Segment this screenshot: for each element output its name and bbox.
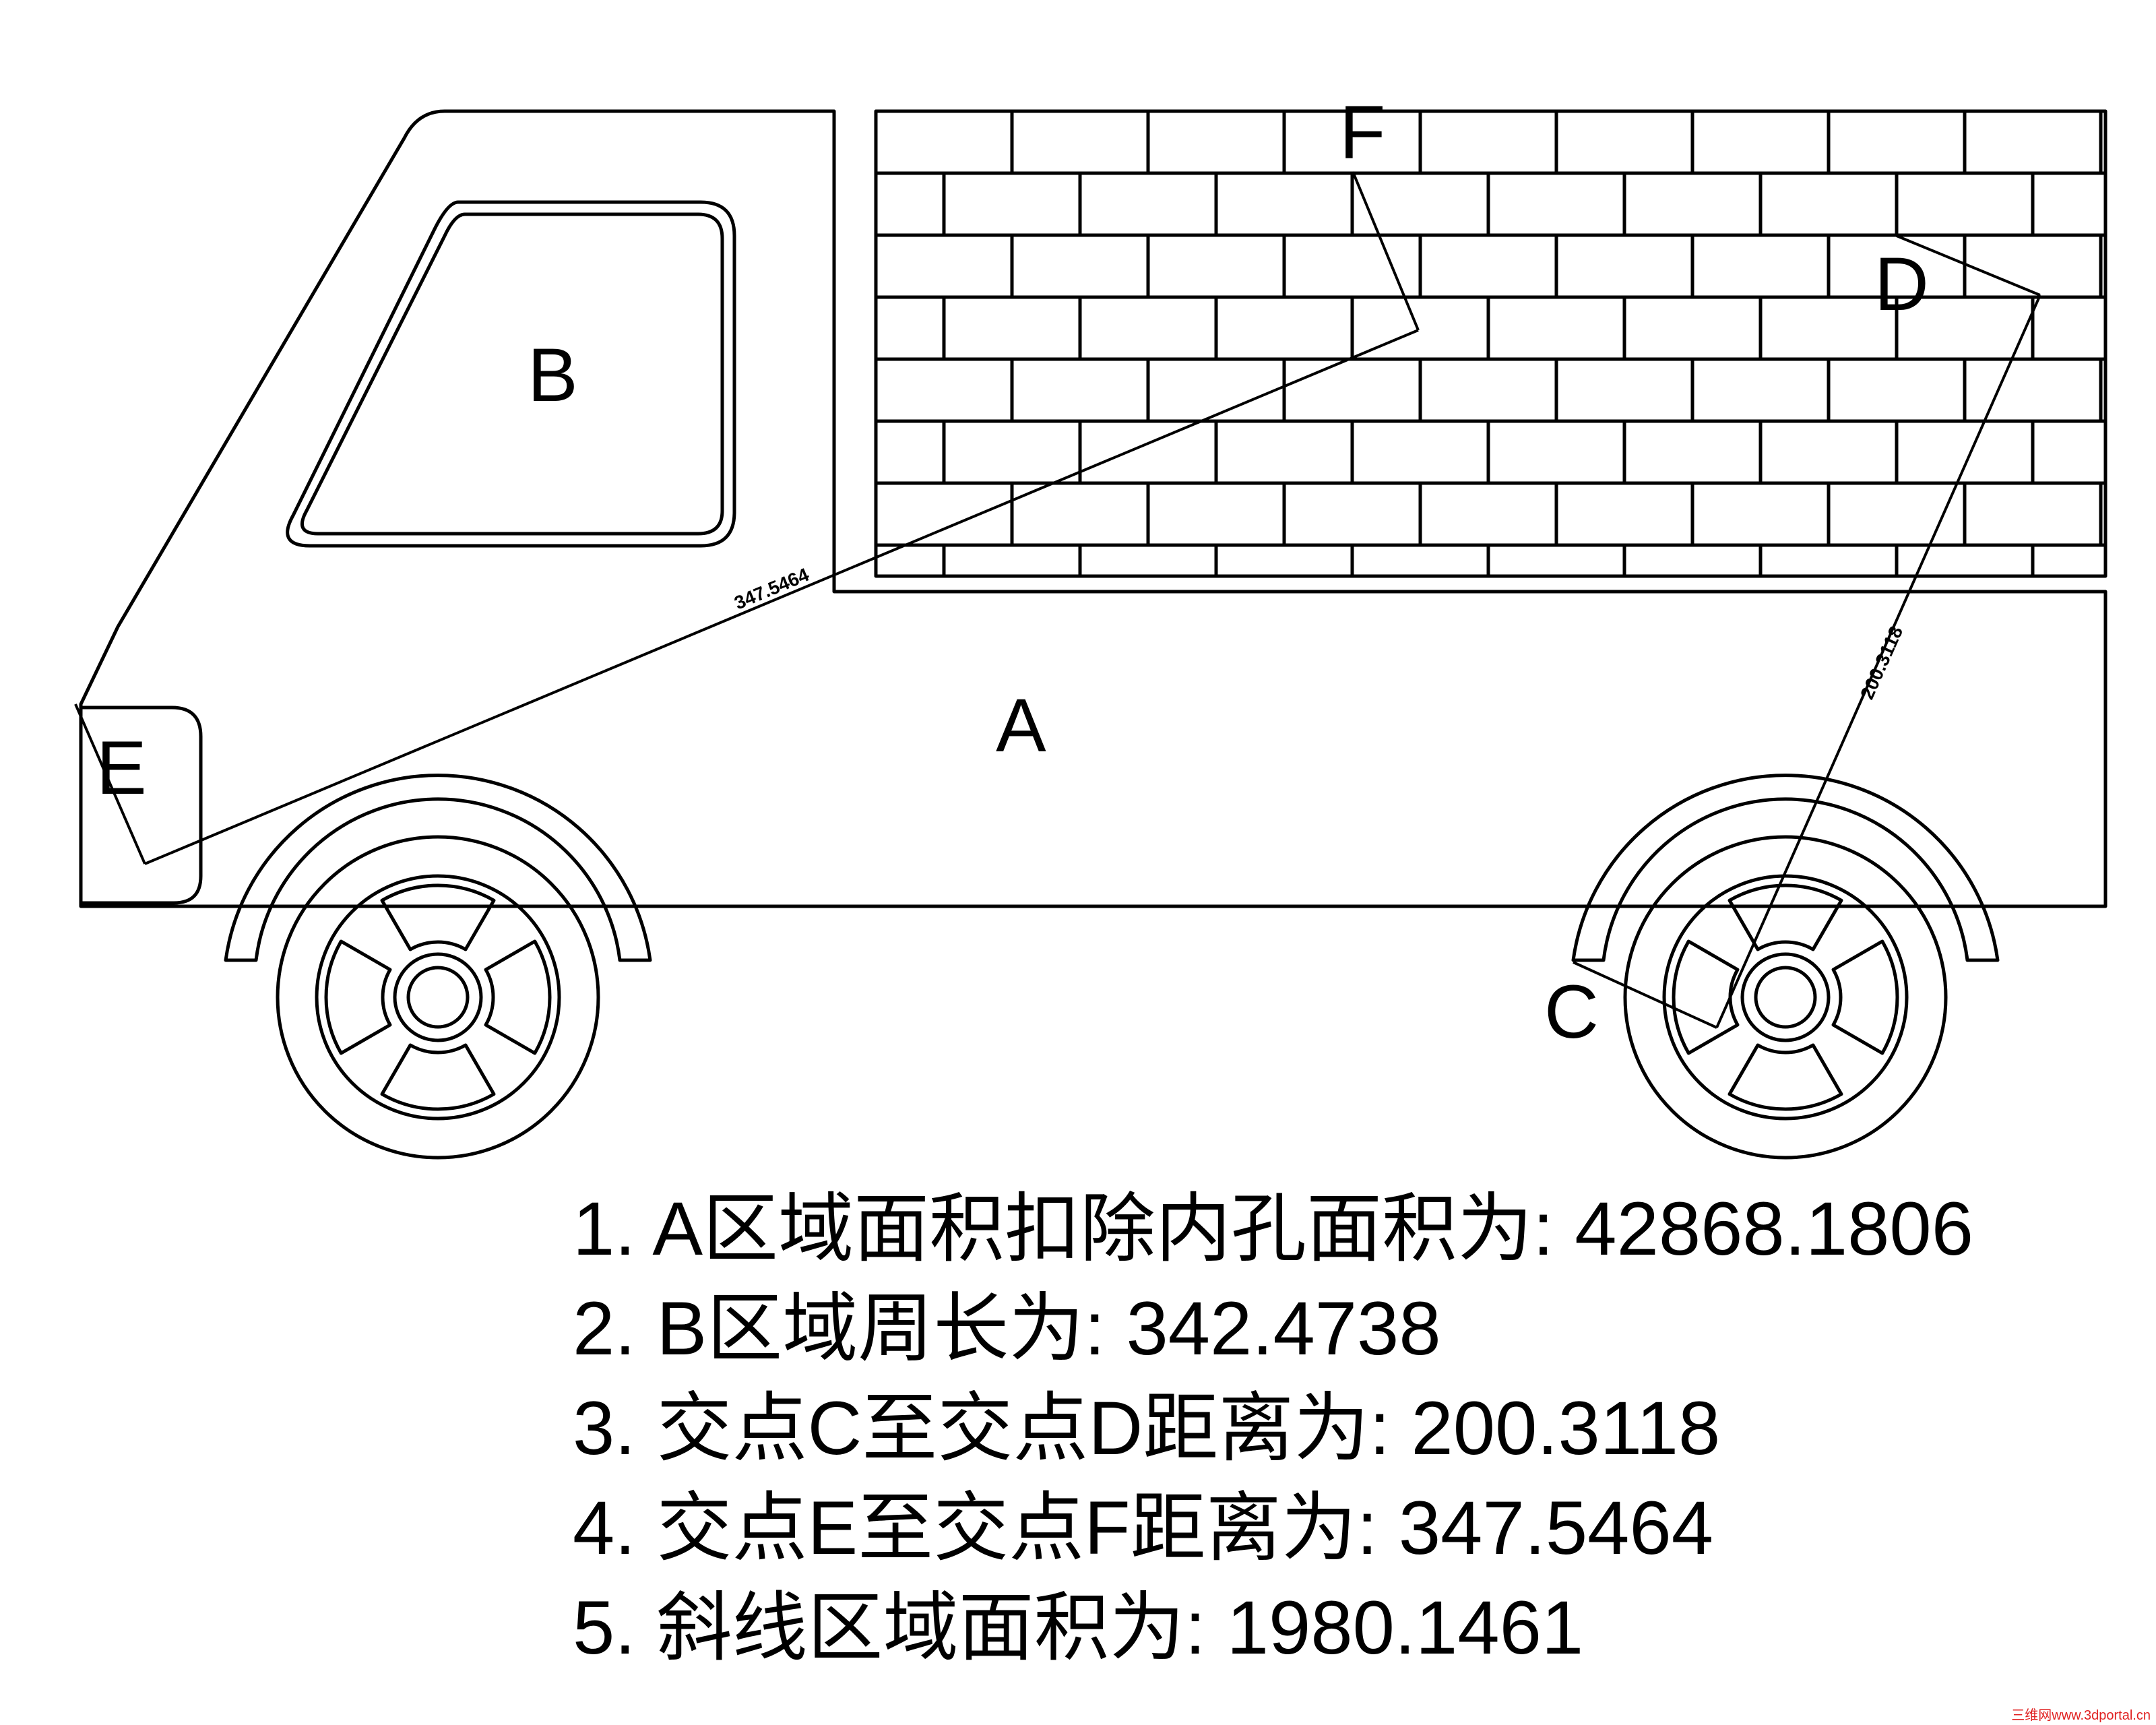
front-fender	[224, 774, 652, 962]
cargo-brick-wall	[874, 109, 2107, 578]
cab-window-inner	[300, 212, 724, 536]
note-1: 1. A区域面积扣除内孔面积为: 42868.1806	[573, 1187, 1973, 1271]
cargo-wall-frame	[874, 109, 2107, 578]
note-4: 4. 交点E至交点F距离为: 347.5464	[573, 1486, 1714, 1570]
front-wheel	[276, 835, 600, 1160]
headlight	[79, 705, 203, 905]
rear-fender	[1571, 774, 2000, 962]
cab-window-outer	[286, 200, 736, 548]
wheel-slot	[380, 1043, 496, 1111]
label-c: C	[1544, 970, 1599, 1054]
dimension-line-e-f	[144, 329, 1419, 865]
hatched-wheel-slot	[1672, 939, 1740, 1055]
hub-inner	[1754, 966, 1817, 1029]
wheel-slot	[324, 939, 392, 1055]
leader-d	[1896, 234, 2041, 296]
hatched-wheel-slot	[1831, 939, 1899, 1055]
hatched-wheel-slot	[1727, 1043, 1843, 1111]
wheel-slot	[484, 939, 552, 1055]
notes-list: 1. A区域面积扣除内孔面积为: 42868.1806 2. B区域周长为: 3…	[573, 1179, 1973, 1678]
label-b: B	[528, 333, 578, 417]
hatched-wheel-slot	[1727, 883, 1843, 951]
hub-outer	[393, 952, 483, 1042]
note-3: 3. 交点C至交点D距离为: 200.3118	[573, 1386, 1721, 1470]
leader-f	[1352, 171, 1420, 331]
note-5: 5. 斜线区域面积为: 1980.1461	[573, 1586, 1584, 1670]
rim	[315, 874, 561, 1121]
rim	[1662, 874, 1909, 1121]
note-2: 2. B区域周长为: 342.4738	[573, 1286, 1441, 1371]
tire-outer	[1623, 835, 1948, 1160]
label-f: F	[1339, 90, 1385, 175]
label-a: A	[996, 683, 1046, 767]
dimension-value-c-d: 200.3118	[1856, 623, 1907, 703]
leader-c	[1573, 961, 1717, 1029]
label-e: E	[96, 726, 147, 810]
leader-e	[74, 703, 146, 865]
label-d: D	[1874, 242, 1929, 326]
tire-outer	[276, 835, 600, 1160]
watermark: 三维网www.3dportal.cn	[2011, 1708, 2151, 1723]
dimension-line-c-d	[1715, 294, 2041, 1028]
rear-wheel	[1623, 835, 1948, 1160]
truck-body-outline	[79, 109, 2107, 908]
hub-outer	[1740, 952, 1831, 1042]
hub-inner	[406, 966, 470, 1029]
wheel-slot	[380, 883, 496, 951]
